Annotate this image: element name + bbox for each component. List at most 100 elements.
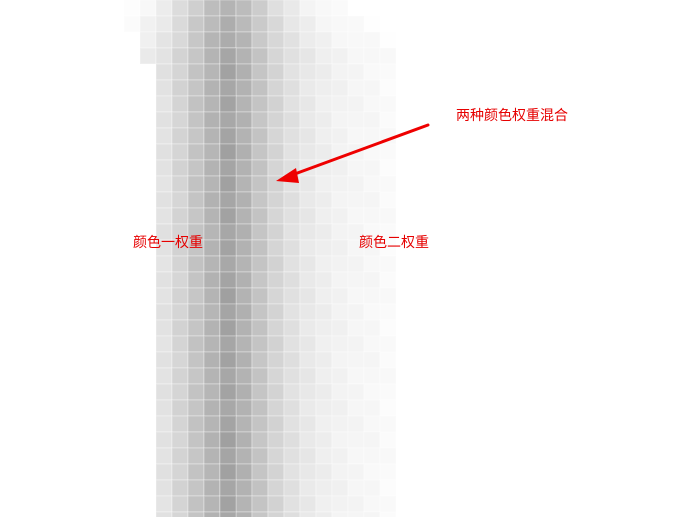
grid-pixel <box>108 176 124 192</box>
grid-pixel <box>299 0 317 17</box>
grid-pixel <box>347 287 365 305</box>
grid-pixel <box>283 319 301 337</box>
grid-pixel <box>235 0 253 17</box>
grid-pixel <box>171 511 189 517</box>
grid-pixel <box>171 271 189 289</box>
grid-pixel <box>331 47 349 65</box>
grid-pixel <box>299 303 317 321</box>
grid-pixel <box>124 384 140 400</box>
grid-pixel <box>124 464 140 480</box>
grid-pixel-core <box>219 303 237 321</box>
grid-pixel <box>235 79 253 97</box>
grid-pixel <box>251 63 269 81</box>
grid-pixel <box>155 303 173 321</box>
grid-pixel <box>155 159 173 177</box>
grid-pixel <box>108 480 124 496</box>
grid-pixel <box>267 415 285 433</box>
grid-pixel <box>363 63 381 81</box>
grid-pixel <box>171 287 189 305</box>
grid-pixel <box>108 48 124 64</box>
grid-pixel <box>315 239 333 257</box>
grid-pixel <box>363 511 381 517</box>
grid-pixel <box>140 128 156 144</box>
grid-pixel <box>331 319 349 337</box>
grid-pixel <box>92 144 108 160</box>
grid-pixel <box>267 31 285 49</box>
grid-pixel <box>187 47 205 65</box>
grid-pixel <box>235 383 253 401</box>
grid-pixel <box>108 64 124 80</box>
grid-pixel <box>155 319 173 337</box>
grid-pixel <box>108 400 124 416</box>
grid-pixel <box>315 47 333 65</box>
grid-pixel <box>140 160 156 176</box>
grid-pixel <box>235 255 253 273</box>
grid-pixel <box>124 304 140 320</box>
grid-pixel <box>331 191 349 209</box>
grid-pixel <box>108 352 124 368</box>
grid-pixel <box>235 495 253 513</box>
grid-pixel <box>331 111 349 129</box>
grid-pixel <box>108 160 124 176</box>
grid-pixel <box>299 175 317 193</box>
grid-pixel-core <box>219 463 237 481</box>
grid-pixel <box>299 319 317 337</box>
grid-pixel <box>235 415 253 433</box>
grid-pixel <box>92 176 108 192</box>
grid-pixel <box>379 159 397 177</box>
grid-pixel <box>380 16 396 32</box>
grid-pixel <box>235 511 253 517</box>
grid-pixel <box>267 207 285 225</box>
grid-pixel <box>379 335 397 353</box>
grid-pixel <box>251 431 269 449</box>
grid-pixel <box>379 271 397 289</box>
grid-pixel <box>363 95 381 113</box>
grid-pixel <box>267 287 285 305</box>
grid-pixel <box>251 15 269 33</box>
grid-pixel <box>299 31 317 49</box>
grid-pixel <box>363 47 381 65</box>
grid-pixel <box>140 384 156 400</box>
grid-pixel-core <box>219 335 237 353</box>
grid-pixel <box>92 368 108 384</box>
grid-pixel <box>251 399 269 417</box>
grid-pixel <box>187 415 205 433</box>
grid-pixel <box>187 207 205 225</box>
grid-pixel <box>124 240 140 256</box>
grid-pixel <box>347 31 365 49</box>
grid-pixel <box>379 287 397 305</box>
grid-pixel <box>267 0 285 17</box>
grid-pixel <box>363 79 381 97</box>
grid-pixel <box>187 463 205 481</box>
grid-pixel <box>155 127 173 145</box>
grid-pixel <box>379 47 397 65</box>
grid-pixel <box>267 335 285 353</box>
grid-pixel <box>251 511 269 517</box>
grid-pixel-core <box>219 351 237 369</box>
grid-pixel <box>108 144 124 160</box>
grid-pixel <box>187 431 205 449</box>
grid-pixel <box>299 207 317 225</box>
grid-pixel <box>347 207 365 225</box>
grid-pixel <box>331 175 349 193</box>
grid-pixel <box>124 96 140 112</box>
grid-pixel <box>155 191 173 209</box>
grid-pixel <box>235 207 253 225</box>
grid-pixel <box>187 383 205 401</box>
grid-pixel <box>267 447 285 465</box>
grid-pixel <box>331 271 349 289</box>
grid-pixel <box>283 367 301 385</box>
grid-pixel <box>299 111 317 129</box>
grid-pixel <box>315 463 333 481</box>
grid-pixel <box>155 63 173 81</box>
grid-pixel <box>363 367 381 385</box>
grid-pixel <box>363 271 381 289</box>
grid-pixel <box>251 207 269 225</box>
grid-pixel <box>267 271 285 289</box>
grid-pixel <box>235 431 253 449</box>
grid-pixel <box>203 447 221 465</box>
grid-pixel <box>124 64 140 80</box>
grid-pixel <box>299 191 317 209</box>
grid-pixel <box>155 143 173 161</box>
grid-pixel <box>155 335 173 353</box>
